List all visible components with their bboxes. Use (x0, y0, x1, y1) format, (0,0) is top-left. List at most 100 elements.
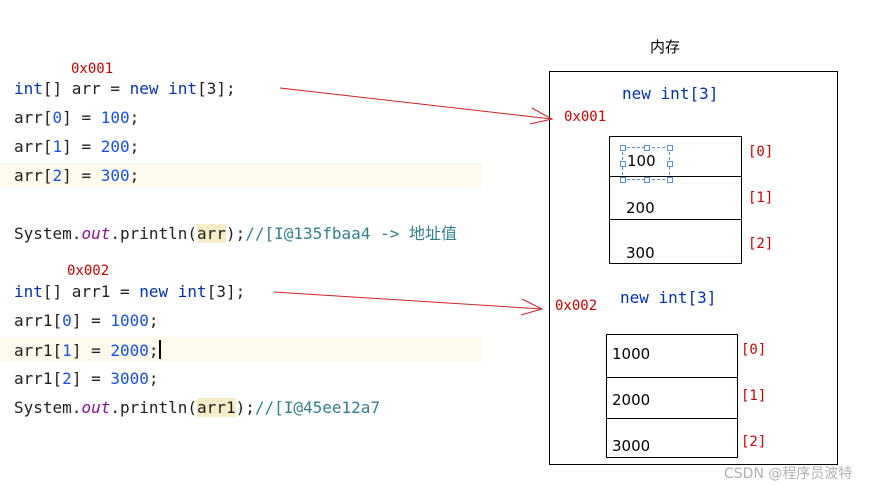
selection-handle[interactable] (620, 161, 626, 167)
code-text: arr[ (14, 166, 53, 185)
code-text: arr1[ (14, 341, 63, 360)
array2-address: 0x002 (555, 298, 598, 314)
code-comment: //[I@45ee12a7 (254, 398, 381, 417)
keyword: new (622, 84, 651, 103)
reference-arrow-2 (273, 291, 543, 310)
code-line-assign-arr1-1[interactable]: arr1[1] = 2000; (14, 340, 161, 361)
array2-label: new int[3] (620, 288, 716, 307)
number-literal: 3000 (110, 369, 149, 388)
array1-index-1: [1] (748, 190, 774, 206)
array2-index-1: [1] (741, 388, 767, 404)
selection-handle[interactable] (620, 177, 626, 183)
array1-cell-0-value: 100 (627, 152, 656, 170)
code-line-assign-arr1-0: arr1[0] = 1000; (14, 311, 159, 331)
cell-divider (609, 176, 742, 177)
number-literal: 2 (52, 166, 63, 185)
code-line-assign-arr1-2: arr1[2] = 3000; (14, 369, 159, 389)
watermark: CSDN @程序员波特 (724, 466, 853, 482)
text-caret (158, 340, 161, 359)
selection-handle[interactable] (667, 145, 673, 151)
number-literal: 1000 (110, 311, 149, 330)
code-text: arr1[ (14, 369, 63, 388)
field-out: out (81, 398, 111, 417)
code-text: ); (235, 398, 255, 417)
code-text: ] = (62, 137, 101, 156)
code-line-assign-arr-1: arr[1] = 200; (14, 137, 139, 157)
code-line-assign-arr-2: arr[2] = 300; (14, 166, 139, 186)
number-literal: 200 (100, 137, 130, 156)
number-literal: 1 (52, 137, 63, 156)
selection-handle[interactable] (644, 145, 650, 151)
keyword: int (14, 282, 43, 301)
code-line-decl-arr1: int[] arr1 = new int[3]; (14, 282, 245, 302)
code-text: ] = (71, 311, 111, 330)
number-literal: 100 (100, 108, 130, 127)
memory-title: 内存 (650, 38, 681, 56)
code-text: [3] (687, 288, 717, 307)
keyword: int (658, 288, 688, 307)
code-text: [3] (689, 84, 719, 103)
array1-index-0: [0] (748, 144, 774, 160)
number-literal: 2 (62, 369, 72, 388)
field-out: out (81, 224, 111, 243)
array2-cell-0-value: 1000 (612, 345, 651, 363)
code-text: arr1[ (14, 311, 63, 330)
code-text: ); (225, 224, 246, 243)
array2-box (606, 334, 738, 458)
highlighted-identifier: arr1 (197, 398, 236, 417)
keyword: int (177, 282, 207, 301)
code-text: .println( (110, 398, 198, 417)
current-line-highlight (0, 337, 482, 362)
code-address-label-1: 0x001 (71, 61, 114, 77)
reference-arrow-1 (279, 87, 553, 120)
keyword: int (660, 84, 690, 103)
code-text: arr[ (14, 137, 53, 156)
keyword: new (129, 79, 159, 98)
number-literal: 0 (52, 108, 63, 127)
cell-divider (606, 418, 738, 419)
code-text: ] = (71, 369, 111, 388)
keyword: new (620, 288, 649, 307)
cell-divider (609, 219, 742, 220)
code-comment: //[I@135fbaa4 -> 地址值 (245, 224, 457, 243)
selection-handle[interactable] (620, 145, 626, 151)
code-text: ; (129, 108, 140, 127)
code-text: System. (14, 398, 82, 417)
cell-divider (606, 377, 738, 378)
code-text: ] = (62, 166, 101, 185)
code-line-assign-arr-0: arr[0] = 100; (14, 108, 139, 128)
array1-cell-1-value: 200 (626, 199, 655, 217)
number-literal: 0 (62, 311, 72, 330)
code-text: ; (129, 166, 140, 185)
code-text: .println( (110, 224, 198, 243)
code-text: ; (148, 341, 159, 360)
code-text: [3]; (197, 79, 236, 98)
code-text: ; (148, 311, 159, 330)
array1-cell-2-value: 300 (626, 244, 655, 262)
code-text: ] = (71, 341, 111, 360)
current-line-highlight (0, 163, 482, 187)
selection-handle[interactable] (667, 161, 673, 167)
code-text: [3]; (206, 282, 246, 301)
code-text: ; (148, 369, 159, 388)
array2-cell-2-value: 3000 (612, 437, 651, 455)
array1-index-2: [2] (748, 236, 774, 252)
array2-cell-1-value: 2000 (612, 391, 651, 409)
code-line-print-arr: System.out.println(arr);//[I@135fbaa4 ->… (14, 224, 457, 244)
arrowhead-2 (520, 298, 544, 316)
code-text: [] arr1 = (42, 282, 140, 301)
code-line-print-arr1: System.out.println(arr1);//[I@45ee12a7 (14, 398, 380, 418)
array1-box (609, 136, 742, 264)
arrowhead-1 (529, 107, 554, 125)
keyword: new (139, 282, 169, 301)
code-text: [] arr = (42, 79, 130, 98)
selection-handle[interactable] (667, 177, 673, 183)
array2-index-0: [0] (741, 342, 767, 358)
keyword: int (168, 79, 198, 98)
array1-label: new int[3] (622, 84, 718, 103)
code-text: System. (14, 224, 82, 243)
highlighted-identifier: arr (197, 224, 226, 243)
selection-handle[interactable] (644, 177, 650, 183)
number-literal: 1 (62, 341, 72, 360)
